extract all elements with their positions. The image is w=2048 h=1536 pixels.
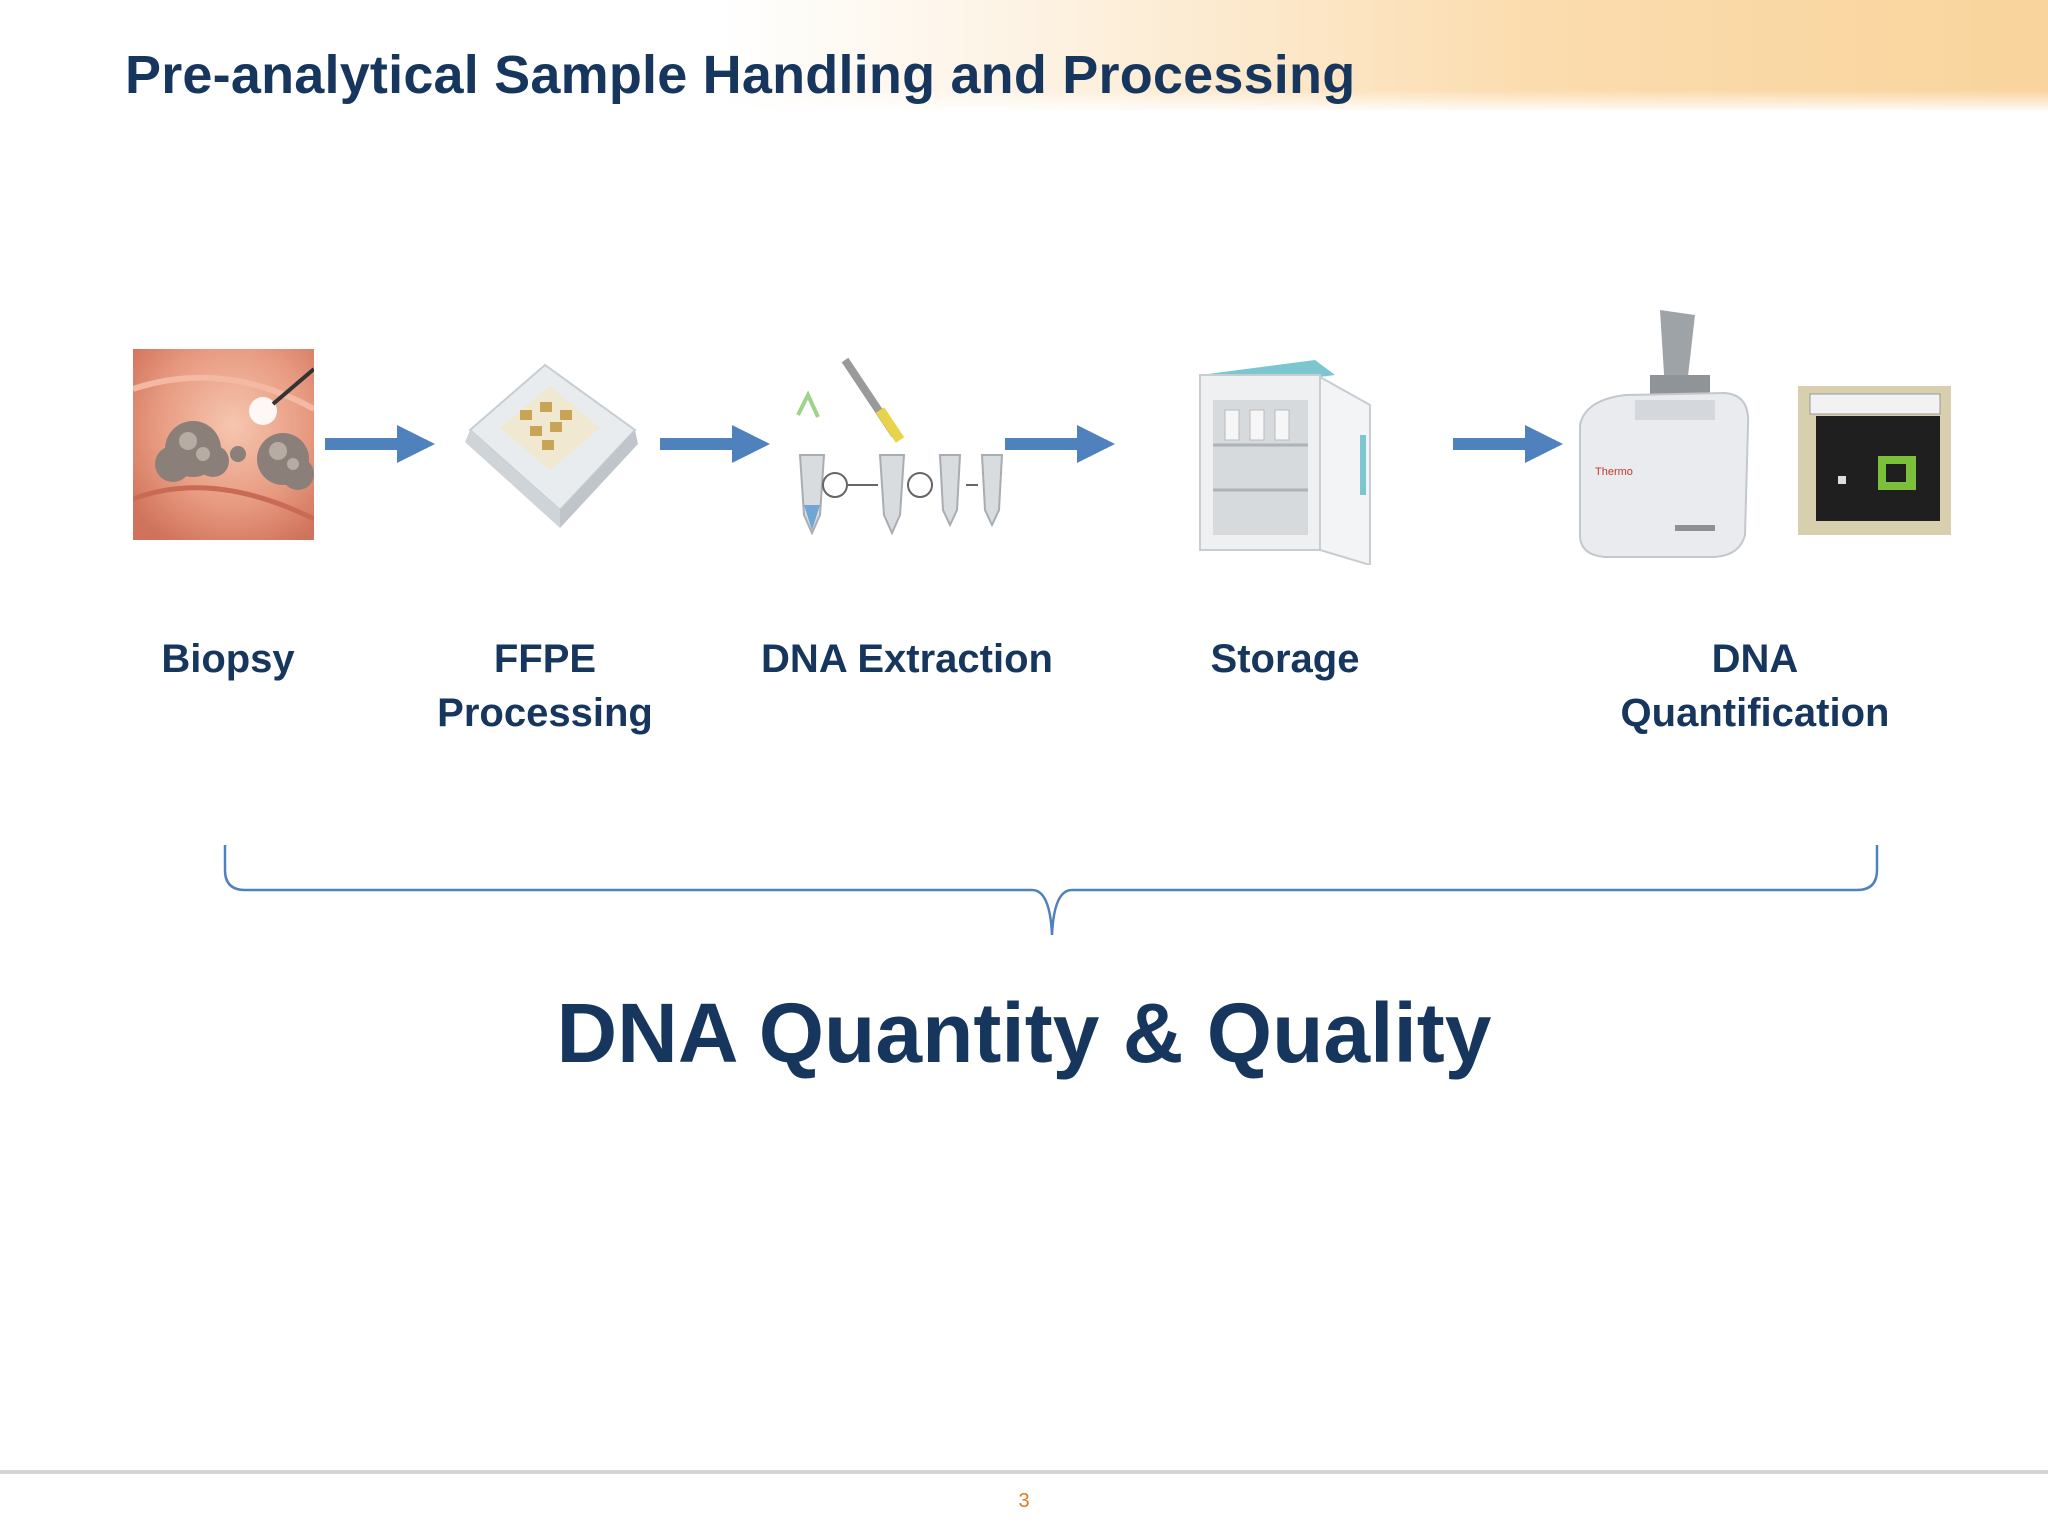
- step-label-dna-extraction: DNA Extraction: [761, 637, 1053, 681]
- curly-bracket: [223, 845, 1879, 936]
- page-number: 3: [1018, 1490, 1030, 1512]
- arrow-icon: [1453, 425, 1563, 463]
- step-label-ffpe-processing: FFPE Processing: [437, 637, 653, 735]
- step-label-storage: Storage: [1210, 637, 1360, 681]
- slide-title: Pre-analytical Sample Handling and Proce…: [125, 45, 1356, 105]
- arrow-icon: [660, 425, 770, 463]
- storage-fridge-image: [1199, 360, 1371, 565]
- biopsy-image: [133, 349, 314, 540]
- header-band: [0, 0, 2048, 110]
- summary-heading: DNA Quantity & Quality: [556, 986, 1492, 1080]
- dna-extraction-tubes-image: [796, 357, 1004, 535]
- footer-divider: [0, 1470, 2048, 1474]
- arrow-icon: [325, 425, 435, 463]
- spectrophotometer-image: Thermo: [1579, 310, 1750, 558]
- fluorometer-image: [1798, 386, 1951, 535]
- ffpe-cassette-image: [465, 363, 638, 528]
- svg-text:Thermo: Thermo: [1595, 466, 1633, 478]
- arrow-icon: [1005, 425, 1115, 463]
- step-label-dna-quantification: DNA Quantification: [1620, 637, 1890, 735]
- step-label-biopsy: Biopsy: [161, 637, 295, 681]
